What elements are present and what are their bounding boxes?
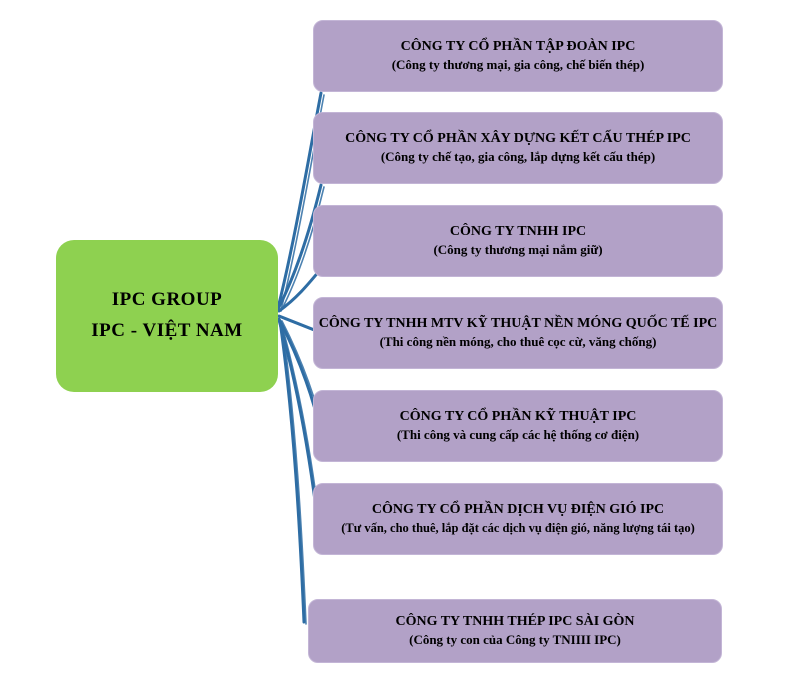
subsidiary-description: (Tư vấn, cho thuê, lắp đặt các dịch vụ đ… [341, 521, 695, 536]
subsidiary-name: CÔNG TY CỔ PHẦN DỊCH VỤ ĐIỆN GIÓ IPC [371, 502, 665, 518]
subsidiary-node-6: CÔNG TY CỔ PHẦN DỊCH VỤ ĐIỆN GIÓ IPC (Tư… [313, 483, 723, 555]
subsidiary-name: CÔNG TY TNHH THÉP IPC SÀI GÒN [395, 613, 635, 629]
subsidiary-description: (Công ty con của Công ty TNIIII IPC) [409, 632, 621, 648]
subsidiary-node-4: CÔNG TY TNHH MTV KỸ THUẬT NỀN MÓNG QUỐC … [313, 297, 723, 369]
subsidiary-node-7: CÔNG TY TNHH THÉP IPC SÀI GÒN (Công ty c… [308, 599, 722, 663]
subsidiary-name: CÔNG TY CỔ PHẦN XÂY DỰNG KẾT CẤU THÉP IP… [345, 130, 691, 146]
subsidiary-description: (Thi công nền móng, cho thuê cọc cừ, văn… [379, 334, 657, 350]
subsidiary-name: CÔNG TY CỔ PHẦN KỸ THUẬT IPC [399, 408, 637, 424]
subsidiary-node-5: CÔNG TY CỔ PHẦN KỸ THUẬT IPC (Thi công v… [313, 390, 723, 462]
subsidiary-name: CÔNG TY TNHH MTV KỸ THUẬT NỀN MÓNG QUỐC … [318, 315, 718, 331]
subsidiary-name: CÔNG TY TNHH IPC [449, 223, 587, 239]
subsidiary-description: (Công ty thương mại nắm giữ) [433, 242, 603, 258]
connector-sketch-stroke [280, 186, 325, 312]
subsidiary-node-2: CÔNG TY CỔ PHẦN XÂY DỰNG KẾT CẤU THÉP IP… [313, 112, 723, 184]
org-root-node: IPC GROUP IPC - VIỆT NAM [56, 240, 278, 392]
subsidiary-node-1: CÔNG TY CỔ PHẦN TẬP ĐOÀN IPC (Công ty th… [313, 20, 723, 92]
subsidiary-description: (Công ty thương mại, gia công, chế biến … [391, 57, 645, 73]
connector-line-7 [278, 319, 306, 624]
subsidiary-node-3: CÔNG TY TNHH IPC (Công ty thương mại nắm… [313, 205, 723, 277]
subsidiary-name: CÔNG TY CỔ PHẦN TẬP ĐOÀN IPC [400, 38, 636, 54]
connector-sketch-stroke [281, 322, 307, 625]
root-node-subtitle: IPC - VIỆT NAM [91, 320, 243, 341]
subsidiary-description: (Thi công và cung cấp các hệ thống cơ đi… [396, 427, 640, 443]
root-node-title: IPC GROUP [111, 289, 223, 311]
subsidiary-description: (Công ty chế tạo, gia công, lắp dựng kết… [380, 149, 656, 165]
